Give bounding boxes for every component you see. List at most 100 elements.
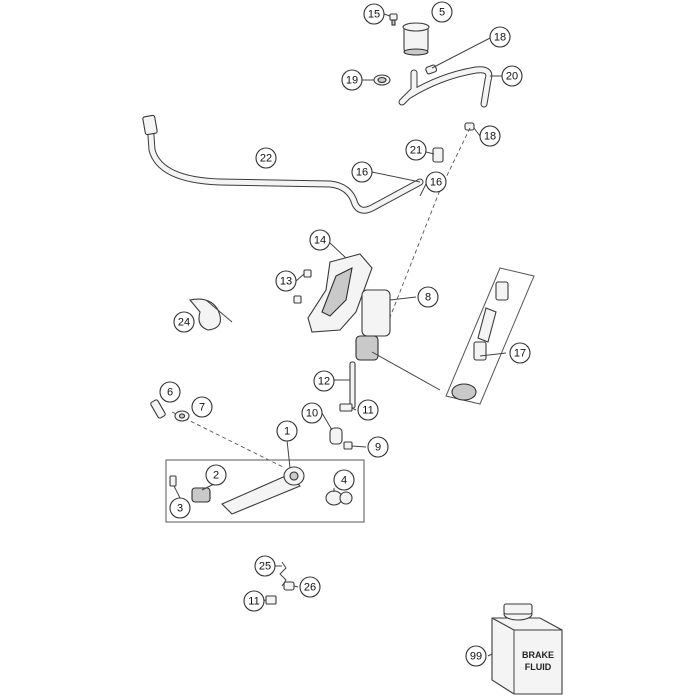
- callout-number: 10: [306, 408, 318, 420]
- callout-circle: [313, 370, 335, 392]
- assembly-axis-top: [384, 127, 471, 331]
- callout-number: 20: [506, 71, 518, 83]
- callout-number: 6: [167, 387, 173, 399]
- callout-19: 19: [341, 69, 363, 91]
- callout-number: 24: [178, 317, 190, 329]
- callout-10: 10: [301, 402, 323, 424]
- part-pin-26: [283, 581, 295, 591]
- callout-number: 11: [362, 405, 373, 417]
- callout-number: 8: [425, 292, 431, 304]
- part-fitting-21: [432, 147, 444, 163]
- callout-number: 16: [356, 167, 368, 179]
- callout-8: 8: [417, 286, 439, 308]
- callout-circle: [489, 26, 511, 48]
- callout-circle: [276, 420, 298, 442]
- callout-4: 4: [333, 469, 355, 491]
- callout-circle: [275, 270, 297, 292]
- can-label-line2: FLUID: [525, 662, 552, 672]
- part-nut-11b: [265, 595, 277, 605]
- callout-16a: 16: [351, 161, 373, 183]
- callout-circle: [205, 464, 227, 486]
- callout-number: 18: [494, 32, 506, 44]
- callout-3: 3: [169, 497, 191, 519]
- callout-number: 15: [368, 9, 380, 21]
- callout-15: 15: [363, 3, 385, 25]
- callout-number: 2: [213, 470, 219, 482]
- part-pedal-assembly-1: [165, 459, 365, 523]
- callout-24: 24: [173, 311, 195, 333]
- part-bolt-6: [150, 399, 166, 419]
- callout-circle: [191, 396, 213, 418]
- callout-21: 21: [405, 139, 427, 161]
- callout-number: 3: [177, 503, 183, 515]
- callout-14: 14: [309, 229, 331, 251]
- callout-circle: [509, 342, 531, 364]
- callout-circle: [425, 171, 447, 193]
- callout-circle: [431, 1, 453, 23]
- callout-number: 19: [346, 75, 358, 87]
- part-push-rod-12: [349, 361, 356, 409]
- callout-25: 25: [254, 555, 276, 577]
- callout-number: 13: [280, 276, 292, 288]
- callout-circle: [309, 229, 331, 251]
- part-washer-7: [174, 410, 190, 422]
- callout-circle: [169, 497, 191, 519]
- callout-number: 25: [259, 561, 271, 573]
- callout-number: 1: [284, 426, 290, 438]
- part-clamp-19: [373, 74, 391, 86]
- callout-6: 6: [159, 381, 181, 403]
- callout-circle: [405, 139, 427, 161]
- part-nut-11a: [339, 403, 353, 412]
- callout-13: 13: [275, 270, 297, 292]
- callout-circle: [301, 402, 323, 424]
- callout-circle: [479, 125, 501, 147]
- callout-number: 12: [318, 376, 330, 388]
- callout-circle: [363, 3, 385, 25]
- callout-26: 26: [299, 576, 321, 598]
- part-reservoir: [402, 22, 430, 56]
- part-screw-13b: [293, 295, 302, 304]
- callout-number: 11: [248, 596, 259, 608]
- callout-number: 5: [439, 7, 445, 19]
- leader-lines: [173, 13, 507, 657]
- assembly-axis-left: [171, 411, 286, 469]
- callout-11a: 11: [357, 399, 379, 421]
- callout-circle: [159, 381, 181, 403]
- callout-circle: [367, 436, 389, 458]
- part-master-cylinder-8: [355, 289, 391, 361]
- can-label-line1: BRAKE: [522, 650, 554, 660]
- callout-circle: [357, 399, 379, 421]
- callout-2: 2: [205, 464, 227, 486]
- part-brake-fluid-can-99: BRAKE FLUID: [491, 603, 563, 695]
- callout-number: 99: [470, 651, 482, 663]
- callout-circle: [417, 286, 439, 308]
- callout-circle: [333, 469, 355, 491]
- part-guard-14: [307, 253, 373, 333]
- part-cable-tie-24: [188, 298, 233, 331]
- callout-number: 18: [484, 131, 496, 143]
- callout-circle: [351, 161, 373, 183]
- callout-number: 26: [304, 582, 316, 594]
- callout-11b: 11: [243, 590, 265, 612]
- callout-20: 20: [501, 65, 523, 87]
- callout-18a: 18: [489, 26, 511, 48]
- callout-number: 22: [260, 153, 272, 165]
- callout-circle: [243, 590, 265, 612]
- callout-1: 1: [276, 420, 298, 442]
- callout-22: 22: [255, 147, 277, 169]
- callout-circle: [299, 576, 321, 598]
- callout-circle: [173, 311, 195, 333]
- callout-16b: 16: [425, 171, 447, 193]
- callout-number: 17: [514, 348, 526, 360]
- callout-5: 5: [431, 1, 453, 23]
- callout-number: 16: [430, 177, 442, 189]
- part-hose-20: [398, 66, 493, 108]
- callout-number: 14: [314, 235, 326, 247]
- part-clevis-10: [329, 427, 343, 445]
- callout-circle: [465, 645, 487, 667]
- callout-17: 17: [509, 342, 531, 364]
- callout-circle: [255, 147, 277, 169]
